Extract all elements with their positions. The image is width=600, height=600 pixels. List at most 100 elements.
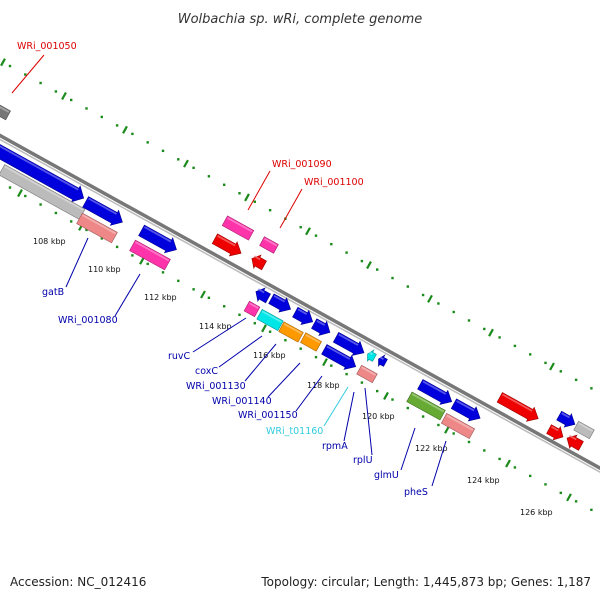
leader-wri001050	[11, 54, 45, 94]
feature-ruvc	[243, 300, 261, 318]
label-glmu: glmU	[374, 470, 399, 481]
outer-major-tick	[61, 91, 67, 101]
feature-gatb	[82, 196, 123, 226]
leader-wri001130	[244, 343, 277, 382]
feature-blue-112	[138, 224, 177, 254]
feature-red-114	[211, 233, 242, 257]
leader-wri001140	[267, 362, 301, 398]
feature-pink-block	[76, 212, 118, 244]
scale-ticks	[0, 58, 593, 512]
label-coxc: coxC	[195, 366, 218, 377]
feature-red-right	[496, 392, 539, 422]
outer-major-tick	[549, 362, 555, 371]
outer-major-tick	[366, 261, 372, 270]
label-wri001090: WRi_001090	[272, 159, 332, 170]
feature-blue-cluster-b	[292, 306, 314, 325]
genome-summary-text: Topology: circular; Length: 1,445,873 bp…	[260, 575, 591, 589]
label-ruvc: ruvC	[168, 351, 191, 362]
outer-major-tick	[0, 58, 6, 67]
feature-phes	[440, 412, 476, 440]
outer-dotted-track	[8, 64, 593, 390]
feature-blue-122	[450, 398, 481, 422]
leader-rplu	[364, 387, 373, 456]
label-wri001150: WRi_001150	[238, 410, 298, 421]
label-rplu: rplU	[353, 455, 373, 466]
label-wri001140: WRi_001140	[212, 396, 272, 407]
outer-major-tick	[488, 328, 494, 337]
outer-major-tick	[427, 294, 433, 303]
label-rpma: rpmA	[322, 441, 348, 452]
feature-rpma	[378, 354, 388, 367]
inner-major-tick	[444, 425, 450, 434]
feature-wri001130	[278, 321, 304, 343]
scale-tick-label: 112 kbp	[144, 293, 177, 302]
scale-tick-label: 114 kbp	[199, 322, 232, 331]
feature-wri001100	[259, 236, 279, 254]
feature-layer	[0, 104, 595, 451]
feature-red-right-b	[546, 424, 564, 441]
feature-glmu	[417, 379, 453, 405]
feature-grey-right	[573, 420, 595, 440]
leader-glmu	[400, 427, 416, 471]
backbone-shadow	[0, 138, 600, 473]
feature-blue-cluster-a	[268, 293, 291, 313]
outer-major-tick	[244, 193, 250, 202]
feature-blue-cluster-c	[311, 318, 331, 336]
label-writ01160: WRi_t01160	[266, 426, 323, 437]
feature-wri001140	[300, 332, 322, 352]
feature-rplu	[356, 364, 378, 384]
scale-tick-label: 110 kbp	[88, 265, 121, 274]
inner-major-tick	[322, 358, 328, 367]
track-layer	[0, 133, 600, 473]
feature-labels: 108 kbp 110 kbp 112 kbp 114 kbp 116 kbp 118 k…	[11, 41, 553, 517]
map-title: Wolbachia sp. wRi, complete genome	[178, 12, 423, 27]
feature-blue-cluster-d	[332, 331, 365, 356]
inner-major-tick	[566, 493, 572, 502]
feature-red-right-c	[566, 434, 584, 451]
outer-major-tick	[122, 125, 128, 134]
inner-dotted-track	[8, 186, 593, 512]
feature-wri001090	[221, 215, 255, 241]
leader-rpma	[343, 391, 355, 442]
scale-tick-label: 126 kbp	[520, 508, 553, 517]
scale-tick-label: 120 kbp	[362, 412, 395, 421]
inner-major-tick	[200, 290, 206, 299]
scale-tick-label: 124 kbp	[467, 476, 500, 485]
label-phes: pheS	[404, 487, 428, 498]
inner-major-tick	[505, 459, 511, 468]
leader-phes	[431, 440, 447, 487]
leader-gatb	[65, 237, 89, 288]
scale-tick-label: 108 kbp	[33, 237, 66, 246]
label-wri001080: WRi_001080	[58, 315, 118, 326]
leader-writ01160	[323, 386, 349, 427]
feature-coxc	[256, 308, 284, 332]
leader-wri001080	[114, 273, 141, 317]
accession-text: Accession: NC_012416	[10, 575, 146, 589]
inner-major-tick	[261, 324, 267, 333]
label-wri001130: WRi_001130	[186, 381, 246, 392]
feature-wri001150	[321, 344, 357, 370]
outer-major-tick	[305, 227, 311, 236]
label-wri001100: WRi_001100	[304, 177, 364, 188]
feature-gatb-upstream	[0, 144, 85, 203]
feature-wri_t01160	[367, 349, 377, 362]
scale-tick-label: 116 kbp	[253, 351, 286, 360]
feature-blue-ruvc-top	[255, 287, 271, 304]
label-wri001050: WRi_001050	[17, 41, 77, 52]
feature-red-small	[251, 254, 267, 271]
feature-olive-block	[406, 391, 446, 421]
leader-wri001090	[247, 170, 271, 211]
scale-tick-label: 122 kbp	[415, 444, 448, 453]
feature-blue-right	[556, 410, 576, 428]
feature-wri001080	[129, 239, 171, 271]
leader-wri001100	[279, 188, 303, 229]
inner-major-tick	[383, 391, 389, 400]
label-gatb: gatB	[42, 287, 64, 298]
inner-major-tick	[17, 189, 23, 198]
outer-major-tick	[183, 159, 189, 168]
scale-tick-label: 118 kbp	[307, 381, 340, 390]
leader-coxc	[218, 335, 263, 368]
backbone-line	[0, 133, 600, 471]
feature-wri001050	[0, 104, 11, 121]
